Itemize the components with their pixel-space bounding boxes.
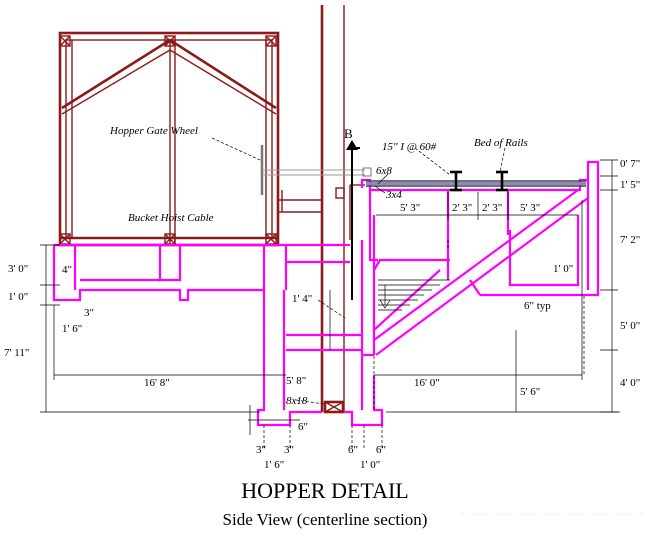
dim-5-6: 5' 6" (520, 386, 540, 398)
dim-3-left: 3" (84, 307, 94, 319)
section-mark-b (346, 140, 360, 300)
label-6x8: 6x8 (376, 165, 392, 177)
dim-1-0-right: 1' 0" (553, 263, 573, 275)
dim-7-11: 7' 11" (4, 347, 29, 359)
dim-6-b1: 6" (348, 444, 358, 456)
dim-2-3-b: 2' 3" (482, 202, 502, 214)
dim-16-0: 16' 0" (414, 377, 440, 389)
timber-frame (58, 5, 365, 414)
rail-beam (366, 170, 586, 192)
dimension-lines (40, 137, 620, 450)
dim-1-5: 1' 5" (620, 179, 640, 191)
dim-5-8: 5' 8" (286, 375, 306, 387)
drawing-subtitle: Side View (centerline section) (223, 510, 428, 529)
dim-3-b2: 3" (284, 444, 294, 456)
dim-5-3-left: 5' 3" (400, 202, 420, 214)
dim-5-0: 5' 0" (620, 320, 640, 332)
dim-1-6-bottom: 1' 6" (264, 459, 284, 471)
dim-3-0: 3' 0" (8, 263, 28, 275)
dim-7-2: 7' 2" (620, 234, 640, 246)
dim-0-7: 0' 7" (620, 158, 640, 170)
dim-16-8: 16' 8" (144, 377, 170, 389)
dim-4-inch: 4" (62, 264, 72, 276)
dim-4-0: 4' 0" (620, 377, 640, 389)
dim-1-0-left: 1' 0" (8, 291, 28, 303)
label-beam: 15" I @ 60# (382, 141, 437, 153)
label-bucket-hoist-cable: Bucket Hoist Cable (128, 212, 214, 224)
dim-6-center: 6" (298, 421, 308, 433)
dim-1-0-bottom: 1' 0" (360, 459, 380, 471)
dim-3-b1: 3" (256, 444, 266, 456)
dim-1-6-left: 1' 6" (62, 323, 82, 335)
annotation-labels: Hopper Gate Wheel Bucket Hoist Cable 15"… (109, 125, 528, 407)
concrete-structure (52, 160, 600, 427)
drawing-title: HOPPER DETAIL (241, 478, 409, 503)
label-section-b: B (344, 126, 353, 141)
label-3x4: 3x4 (385, 189, 402, 201)
label-hopper-gate-wheel: Hopper Gate Wheel (109, 125, 198, 137)
dim-6-b2: 6" (376, 444, 386, 456)
dimension-text: 0' 7" 1' 5" 7' 2" 5' 0" 4' 0" 5' 3" 2' 3… (4, 158, 640, 471)
gate-wheel (260, 145, 372, 195)
dim-5-3-right: 5' 3" (520, 202, 540, 214)
label-8x18: 8x18 (286, 395, 308, 407)
label-bed-of-rails: Bed of Rails (474, 137, 528, 149)
dim-2-3-a: 2' 3" (452, 202, 472, 214)
dim-6-typ: 6" typ (524, 300, 551, 312)
dim-1-4: 1' 4" (292, 293, 312, 305)
